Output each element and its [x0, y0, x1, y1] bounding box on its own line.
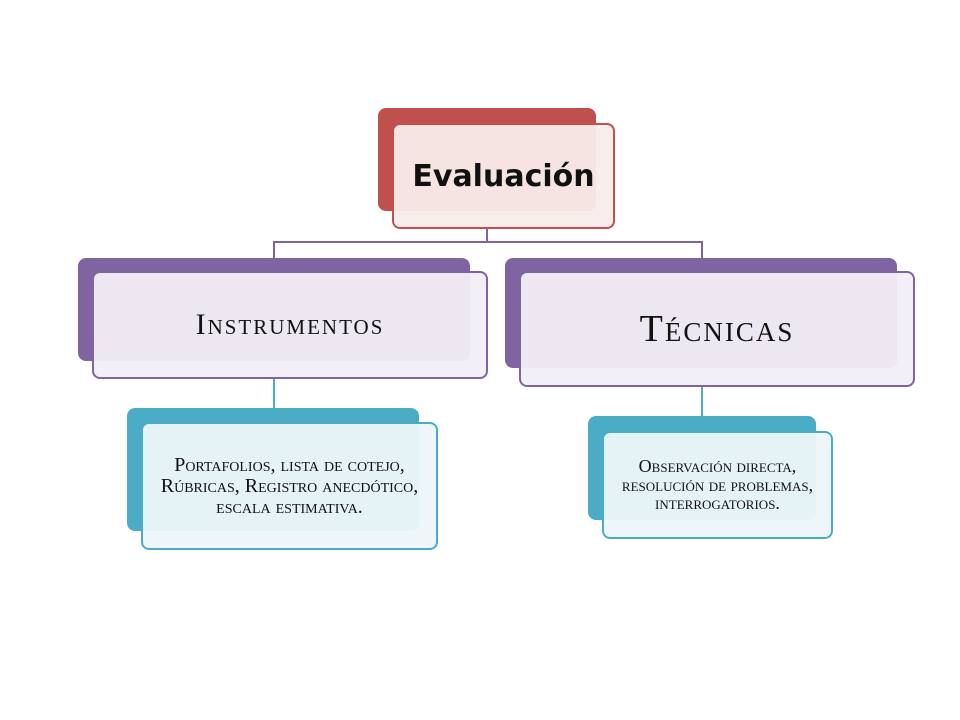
instrumentos-node: Instrumentos — [92, 271, 488, 379]
instrumentos-child-label: Portafolios, lista de cotejo, Rúbricas, … — [160, 453, 419, 518]
tecnicas-child-connector — [701, 387, 703, 417]
tecnicas-connector-vertical — [701, 241, 703, 259]
instrumentos-child-connector — [273, 379, 275, 409]
root-connector-vertical — [486, 229, 488, 242]
instrumentos-node-label: Instrumentos — [195, 308, 385, 341]
tecnicas-node-label: Técnicas — [639, 308, 795, 350]
root-node: Evaluación — [392, 123, 615, 229]
level1-connector-horizontal — [273, 241, 703, 243]
tecnicas-child-label: Observación directa, resolución de probl… — [621, 455, 814, 514]
tecnicas-child-node: Observación directa, resolución de probl… — [602, 431, 833, 539]
tecnicas-node: Técnicas — [519, 271, 915, 387]
root-node-label: Evaluación — [412, 158, 595, 194]
instrumentos-connector-vertical — [273, 241, 275, 259]
instrumentos-child-node: Portafolios, lista de cotejo, Rúbricas, … — [141, 422, 438, 550]
